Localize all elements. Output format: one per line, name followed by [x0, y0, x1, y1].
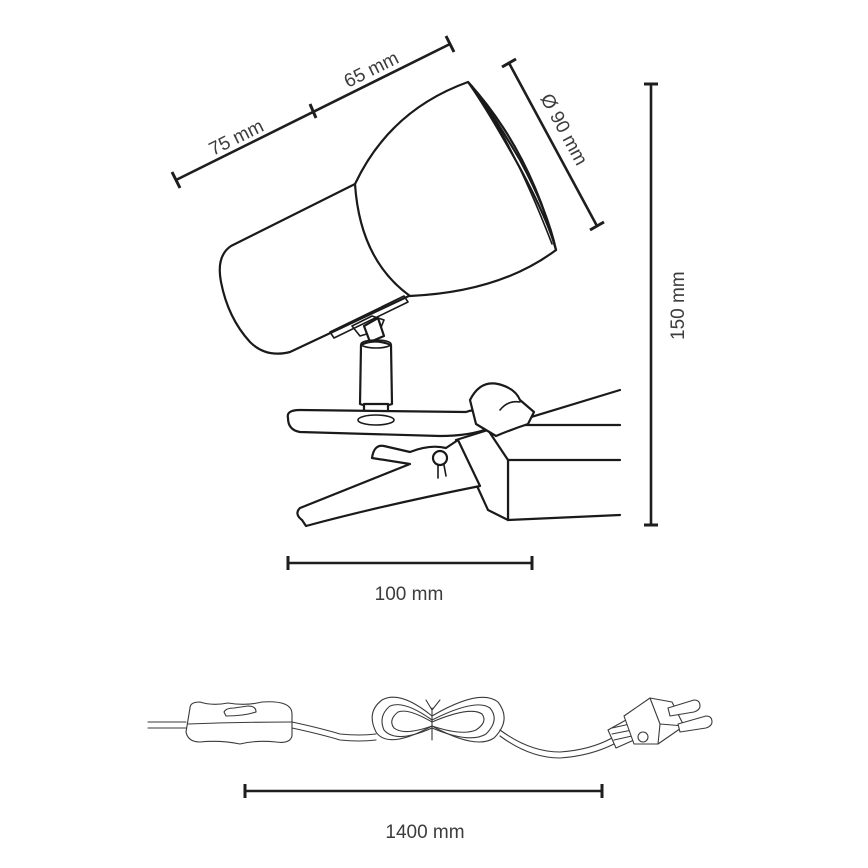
clip-spring — [437, 464, 447, 479]
lamp-shade — [353, 80, 558, 298]
stem-top-ring — [360, 339, 392, 349]
clip-pivot-pin — [431, 449, 449, 467]
lamp-head — [218, 80, 558, 355]
plug-body — [623, 697, 685, 745]
dimension-label-75mm: 75 mm — [206, 116, 267, 161]
clip-upper-lever — [468, 382, 536, 438]
dimension-tick — [501, 57, 517, 69]
dimension-cable-length: 1400 mm — [243, 784, 604, 843]
inline-switch-seam — [187, 721, 293, 725]
plug-pin-top — [667, 699, 701, 717]
clip-lower-jaw — [296, 438, 482, 528]
cable-switch-to-coil — [291, 721, 377, 742]
clip-lever-grip — [499, 400, 521, 411]
lamp-shade-rim-inner — [471, 85, 553, 245]
lamp-mount-bracket — [329, 295, 409, 339]
dimension-label-65mm: 65 mm — [341, 48, 402, 93]
dimension-tick — [170, 171, 182, 189]
swivel-neck — [362, 316, 386, 344]
coiled-cable-middle — [381, 704, 495, 739]
swivel-joint — [358, 316, 394, 424]
euro-plug — [607, 697, 713, 749]
dimension-label-1400mm: 1400 mm — [385, 822, 464, 843]
inline-switch-rocker — [223, 705, 257, 717]
cable-coil-to-plug — [499, 729, 615, 759]
plug-body-edge — [649, 697, 685, 745]
stem-upper-cylinder — [358, 340, 394, 409]
cable-in — [147, 721, 187, 729]
dimension-tick — [589, 220, 605, 232]
dimension-line-diameter — [507, 62, 599, 227]
dimension-label-100mm: 100 mm — [375, 584, 444, 605]
spring-clip — [286, 382, 622, 528]
dimension-tick — [444, 35, 456, 53]
cable-assembly — [147, 696, 713, 759]
plug-brand-logo-icon — [637, 731, 649, 743]
dimension-label-150mm: 150 mm — [668, 271, 689, 340]
cable-tie-icon — [425, 699, 441, 741]
clip-stem-base-ring — [357, 414, 395, 426]
dimension-total-height: 150 mm — [644, 82, 689, 527]
lamp-shade-rim — [466, 80, 558, 252]
lamp-mount-plate — [351, 315, 385, 337]
dimension-tick — [308, 103, 318, 119]
plug-pin-bottom — [677, 715, 713, 733]
dimension-clip-width: 100 mm — [286, 556, 534, 605]
